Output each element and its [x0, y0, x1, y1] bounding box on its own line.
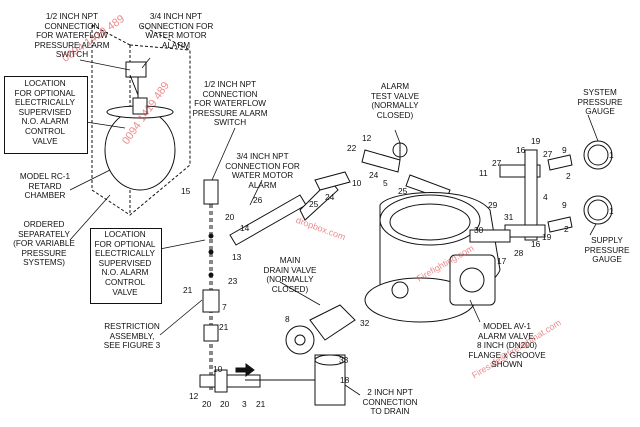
part-number: 29	[488, 200, 498, 210]
part-number: 14	[240, 223, 250, 233]
label-location-top: LOCATION FOR OPTIONAL ELECTRICALLY SUPER…	[14, 79, 76, 146]
flow-arrow	[235, 363, 255, 377]
label-npt-motor-mid: 3/4 INCH NPT CONNECTION FOR WATER MOTOR …	[225, 152, 300, 190]
part-number: 8	[285, 314, 290, 324]
part-number: 18	[340, 375, 350, 385]
part-number: 32	[360, 318, 370, 328]
label-location-mid: LOCATION FOR OPTIONAL ELECTRICALLY SUPER…	[94, 230, 156, 297]
label-model-av1: MODEL AV-1 ALARM VALVE, 8 INCH (DN200) F…	[468, 322, 546, 370]
part-number: 4	[543, 192, 548, 202]
alarm-valve-body	[364, 192, 501, 323]
part-number: 33	[339, 355, 349, 365]
part-number: 15	[181, 186, 191, 196]
label-alarm-test-valve: ALARM TEST VALVE (NORMALLY CLOSED)	[370, 82, 420, 120]
part-number: 27	[543, 149, 553, 159]
label-system-pressure-gauge: SYSTEM PRESSURE GAUGE	[577, 88, 623, 117]
part-number: 1	[609, 206, 614, 216]
right-trim-piping	[469, 149, 573, 243]
part-number: 12	[189, 391, 199, 401]
part-number: 20	[225, 212, 235, 222]
part-number: 21	[219, 322, 229, 332]
label-restriction-assembly: RESTRICTION ASSEMBLY, SEE FIGURE 3	[103, 322, 161, 351]
part-number: 2	[564, 224, 569, 234]
part-number: 3	[242, 399, 247, 409]
main-drain-valve	[285, 304, 356, 406]
location-box-mid	[90, 228, 162, 304]
part-number: 12	[362, 133, 372, 143]
part-number: 1	[609, 150, 614, 160]
part-number: 13	[232, 252, 242, 262]
part-number: 10	[213, 364, 223, 374]
label-main-drain-valve: MAIN DRAIN VALVE (NORMALLY CLOSED)	[263, 256, 317, 294]
label-npt-drain: 2 INCH NPT CONNECTION TO DRAIN	[362, 388, 418, 417]
label-npt-waterflow-top: 1/2 INCH NPT CONNECTION FOR WATERFLOW PR…	[34, 12, 110, 60]
part-number: 24	[325, 192, 335, 202]
location-box-top	[4, 76, 88, 154]
label-ordered-separately: ORDERED SEPARATELY (FOR VARIABLE PRESSUR…	[13, 220, 75, 268]
label-model-rc1: MODEL RC-1 RETARD CHAMBER	[19, 172, 71, 201]
part-number: 26	[253, 195, 263, 205]
part-number: 11	[479, 168, 488, 178]
part-number: 19	[531, 136, 541, 146]
part-number: 20	[220, 399, 230, 409]
part-number: 9	[562, 145, 567, 155]
part-number: 27	[492, 158, 502, 168]
part-number: 9	[562, 200, 567, 210]
part-number: 10	[352, 178, 362, 188]
part-number: 7	[222, 302, 227, 312]
alarm-test-piping	[229, 142, 451, 246]
part-number: 22	[347, 143, 357, 153]
retard-chamber-outline	[91, 24, 191, 216]
part-number: 28	[514, 248, 524, 258]
part-number: 16	[531, 239, 541, 249]
part-number: 17	[497, 256, 507, 266]
part-number: 30	[474, 225, 484, 235]
part-number: 5	[383, 178, 388, 188]
part-number: 21	[183, 285, 193, 295]
part-number: 25	[309, 199, 319, 209]
label-supply-pressure-gauge: SUPPLY PRESSURE GAUGE	[584, 236, 630, 265]
part-number: 31	[504, 212, 514, 222]
alarm-line-piping	[199, 179, 330, 393]
part-number: 19	[542, 232, 552, 242]
label-npt-motor-top: 3/4 INCH NPT CONNECTION FOR WATER MOTOR …	[138, 12, 214, 50]
part-number: 25	[398, 186, 408, 196]
label-npt-waterflow-mid: 1/2 INCH NPT CONNECTION FOR WATERFLOW PR…	[192, 80, 268, 128]
part-number: 24	[369, 170, 379, 180]
part-number: 20	[202, 399, 212, 409]
part-number: 23	[228, 276, 238, 286]
part-number: 16	[516, 145, 526, 155]
part-number: 21	[256, 399, 266, 409]
part-number: 2	[566, 171, 571, 181]
